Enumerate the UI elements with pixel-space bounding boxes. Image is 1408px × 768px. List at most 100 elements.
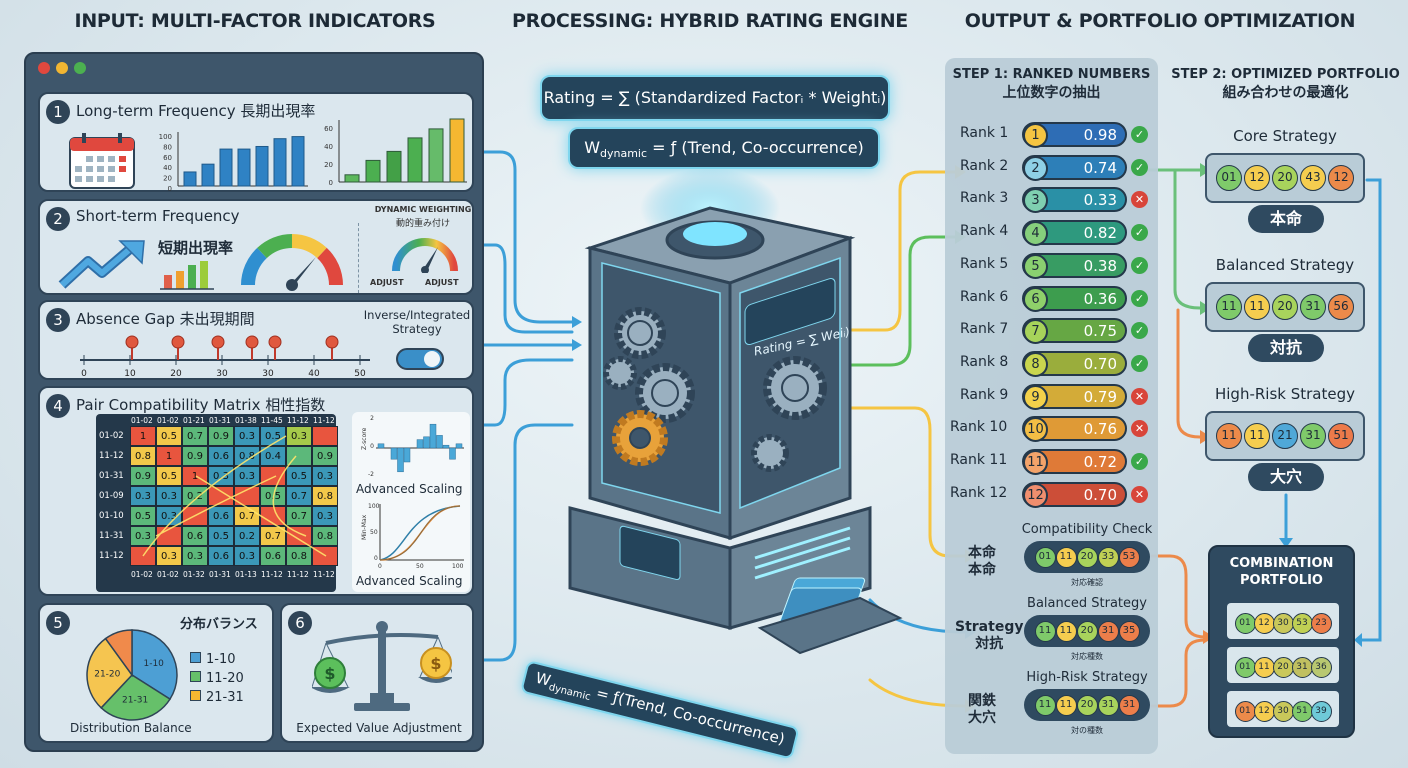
step-number: 2 xyxy=(46,207,70,231)
compat-side-label: 本命 本命 xyxy=(968,545,996,578)
number-ball: 33 xyxy=(1097,547,1119,568)
step1-title-en: STEP 1: RANKED NUMBERS xyxy=(952,67,1151,82)
y-tick: 0 xyxy=(329,179,333,187)
number-ball: 30 xyxy=(1272,613,1294,634)
adjust-right-label: ADJUST xyxy=(425,278,459,287)
window-maximize-dot[interactable] xyxy=(74,62,86,74)
number-ball: 53 xyxy=(1118,547,1140,568)
bar xyxy=(429,423,437,449)
formula-rest: = ƒ (Trend, Co-occurrence) xyxy=(647,138,864,157)
y-tick: 2 xyxy=(370,415,374,422)
rank-number-ball: 11 xyxy=(1023,450,1048,475)
distribution-caption: Distribution Balance xyxy=(70,721,192,735)
compat-title: Compatibility Check xyxy=(1021,522,1153,537)
matrix-cell: 0.9 xyxy=(312,446,338,466)
matrix-cell: 0.3 xyxy=(234,426,260,446)
toggle-label: Inverse/Integrated Strategy xyxy=(363,308,471,336)
column-header: 01-32 xyxy=(183,570,205,579)
rank-label: Rank 4 xyxy=(960,223,1009,240)
rank-score: 0.98 xyxy=(1083,126,1117,144)
bar xyxy=(449,118,465,183)
compat-title: High-Risk Strategy xyxy=(1026,670,1148,685)
bar xyxy=(219,148,233,187)
check-icon: ✓ xyxy=(1131,322,1148,340)
rank-label: Rank 10 xyxy=(950,419,1008,436)
marker-pin-icon xyxy=(245,335,259,349)
compat-title: Balanced Strategy xyxy=(1027,596,1147,611)
legend-swatch xyxy=(190,690,201,701)
marker-pin-icon xyxy=(268,335,282,349)
rank-number-ball: 4 xyxy=(1023,221,1048,247)
y-tick: 40 xyxy=(163,164,172,172)
dynamic-weighting-title: DYNAMIC WEIGHTING xyxy=(374,205,472,214)
tick-label: 0 xyxy=(81,369,87,379)
legend-item: 21-31 xyxy=(190,688,244,707)
cross-icon: ✕ xyxy=(1131,387,1148,405)
matrix-cell: 0.6 xyxy=(182,526,208,546)
dollar-coin-icon: $ xyxy=(324,664,335,683)
window-minimize-dot[interactable] xyxy=(56,62,68,74)
matrix-cell: 0.5 xyxy=(156,466,182,486)
number-ball: 31 xyxy=(1300,423,1326,449)
legend-swatch xyxy=(190,671,201,682)
matrix-cell: 0.9 xyxy=(208,426,234,446)
short-term-jp-title: 短期出現率 xyxy=(158,239,234,257)
processing-heading: PROCESSING: HYBRID RATING ENGINE xyxy=(512,10,908,32)
bar xyxy=(397,447,404,473)
strategy-tag: 対抗 xyxy=(1248,334,1324,362)
calendar-icon xyxy=(69,133,135,189)
matrix-cell: 0.7 xyxy=(286,486,312,506)
arrow-p5-to-engine xyxy=(476,423,574,662)
tick-label: 30 xyxy=(216,369,228,379)
legend-label: 11-20 xyxy=(206,671,244,686)
matrix-cell: 0.6 xyxy=(208,546,234,566)
cross-icon: ✕ xyxy=(1131,485,1148,503)
rank-label: Rank 5 xyxy=(960,255,1009,272)
bar xyxy=(183,171,197,187)
check-icon: ✓ xyxy=(1131,224,1148,242)
inverse-strategy-toggle[interactable] xyxy=(396,348,444,370)
row-header: 11-12 xyxy=(99,551,124,561)
min-max-ylabel: Min-Max xyxy=(361,514,368,540)
matrix-cell: 0.3 xyxy=(312,506,338,526)
arrow-p4-to-engine xyxy=(476,358,574,427)
row-header: 01-09 xyxy=(99,491,124,501)
marker-pin-icon xyxy=(171,335,185,349)
y-tick: 0 xyxy=(374,555,378,562)
rank-label: Rank 6 xyxy=(960,288,1009,305)
matrix-cell: 0.8 xyxy=(312,486,338,506)
matrix-cell: 0.5 xyxy=(208,526,234,546)
marker-pin-icon xyxy=(211,335,225,349)
step2-title-en: STEP 2: OPTIMIZED PORTFOLIO xyxy=(1171,67,1400,82)
column-header: 01-02 xyxy=(131,416,153,425)
window-close-dot[interactable] xyxy=(38,62,50,74)
number-ball: 31 xyxy=(1118,695,1140,716)
toggle-knob xyxy=(424,351,440,367)
matrix-cell: 0.8 xyxy=(312,526,338,546)
row-header: 01-02 xyxy=(99,431,124,441)
formula-w: W xyxy=(584,138,601,157)
check-icon: ✓ xyxy=(1131,126,1148,143)
rank-number-ball: 8 xyxy=(1023,351,1048,377)
legend-item: 1-10 xyxy=(190,650,244,669)
number-ball: 31 xyxy=(1097,621,1119,642)
output-heading: OUTPUT & PORTFOLIO OPTIMIZATION xyxy=(964,10,1356,32)
compatibility-links xyxy=(142,435,327,557)
number-ball: 11 xyxy=(1055,621,1077,642)
rank-label: Rank 3 xyxy=(960,190,1009,207)
matrix-cell xyxy=(286,526,312,546)
